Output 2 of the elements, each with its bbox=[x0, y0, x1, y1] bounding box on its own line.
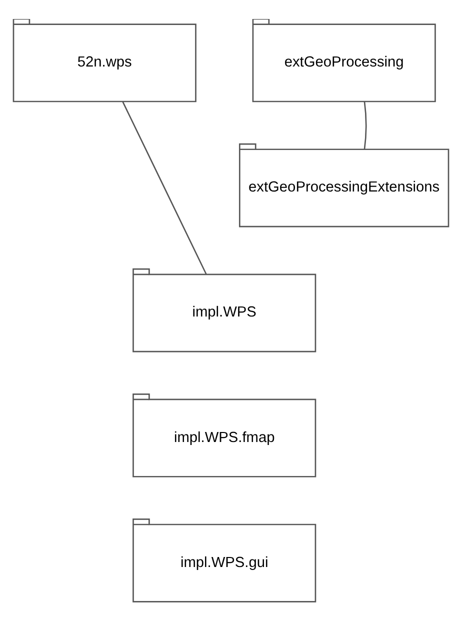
connector bbox=[122, 102, 207, 274]
connector bbox=[364, 102, 367, 150]
